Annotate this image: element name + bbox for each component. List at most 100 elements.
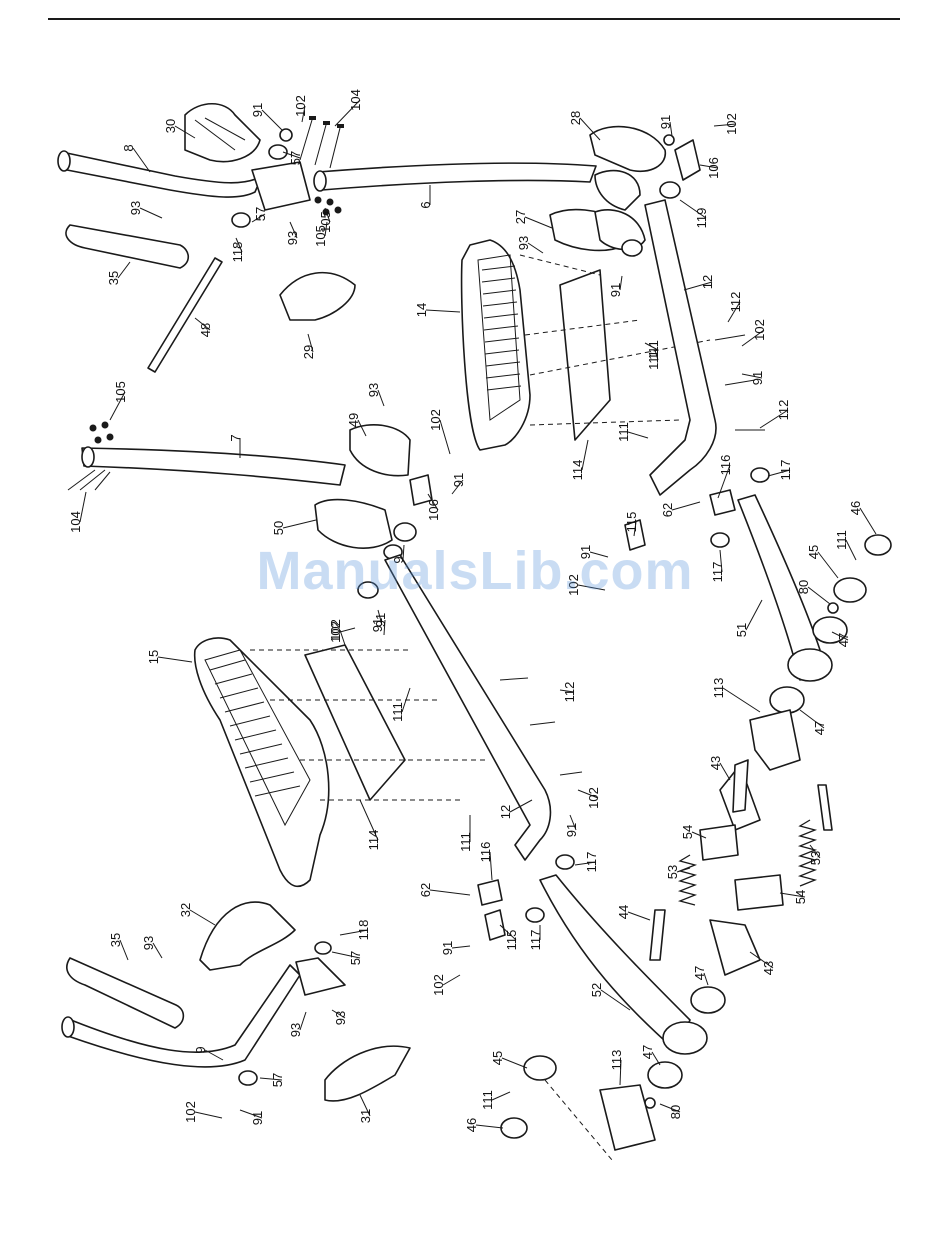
callout-label: 102 [752, 319, 767, 341]
callout-label: 106 [706, 157, 721, 179]
callout-label: 119 [694, 208, 709, 229]
callout-label: 91 [451, 473, 466, 487]
callout-label: 32 [178, 903, 193, 917]
callout-leader [334, 99, 361, 127]
callout-label: 12 [498, 805, 513, 819]
bracket-lower-left [295, 957, 346, 996]
callout-leader [527, 242, 544, 254]
nut-group-105-upper [314, 196, 342, 216]
callout-leader [651, 1051, 661, 1066]
wheel-47-left [647, 986, 726, 1089]
callout-leader [727, 301, 741, 323]
washer-91-upper [279, 128, 675, 146]
callout-label: 117 [528, 930, 543, 951]
callout-label: 102 [183, 1101, 198, 1123]
axle-44-right [817, 784, 833, 831]
callout-label: 35 [108, 933, 123, 947]
callout-label: 117 [778, 460, 793, 481]
callout-leader [189, 909, 216, 926]
cover-31 [324, 1045, 411, 1102]
callout-leader [239, 1109, 263, 1119]
callout-leader [451, 945, 471, 949]
callout-leader [475, 1124, 504, 1129]
callout-label: 53 [665, 865, 680, 879]
callout-leader [489, 851, 493, 881]
callout-leader [717, 464, 731, 499]
callout-label: 93 [366, 383, 381, 397]
callout-label: 7 [228, 434, 243, 441]
callout-leader [359, 799, 379, 841]
cover-30 [184, 103, 261, 163]
bracket-43-left [709, 919, 761, 976]
callout-leader [427, 493, 439, 511]
callout-label: 118 [356, 920, 371, 941]
callout-label: 6 [418, 201, 433, 208]
callout-leader [699, 164, 719, 169]
bracket-upper [251, 161, 641, 211]
grip-35-lower [66, 957, 185, 1029]
callout-label: 14 [414, 303, 429, 317]
callout-leader [577, 789, 599, 799]
bolts-112-left [499, 677, 583, 776]
callout-label: 105 [318, 211, 333, 233]
bracket-29 [279, 271, 356, 321]
callout-label: 48 [198, 323, 213, 337]
wheel-47-right [769, 616, 848, 714]
callout-label: 93 [516, 236, 531, 250]
callout-leader [669, 121, 673, 137]
callout-leader [501, 1057, 528, 1069]
callout-label: 8 [121, 144, 136, 151]
hub-45-left [523, 1055, 557, 1081]
callout-leader [339, 627, 356, 633]
bolt-group-104-upper [299, 116, 344, 169]
callout-label: 93 [141, 936, 156, 950]
callout-label: 114 [570, 460, 585, 481]
shaft-48 [147, 257, 223, 373]
callout-label: 52 [589, 983, 604, 997]
callout-leader [633, 521, 637, 537]
callout-label: 102 [428, 409, 443, 431]
callout-leader [627, 431, 649, 439]
pivot-bracket-116-right [709, 489, 736, 516]
callout-leader [324, 207, 331, 223]
callout-leader [402, 544, 405, 561]
callout-leader [659, 1103, 681, 1113]
callout-leader [235, 237, 243, 253]
callout-label: 116 [718, 455, 733, 476]
callout-label: 43 [761, 961, 776, 975]
callout-label: 118 [230, 242, 245, 263]
callout-label: 104 [348, 89, 363, 111]
callout-label: 91 [373, 613, 388, 627]
callout-label: 105 [313, 225, 328, 247]
callout-label: 47 [836, 633, 851, 647]
callout-leader [301, 105, 306, 123]
callout-leader [339, 629, 347, 649]
callout-label: 102 [586, 787, 601, 809]
callout-leader [845, 539, 857, 561]
callout-label: 45 [490, 1051, 505, 1065]
callout-leader [357, 419, 367, 437]
callout-leader [377, 389, 385, 407]
callout-leader [741, 329, 765, 347]
callout-label: 80 [796, 580, 811, 594]
callout-label: 28 [568, 111, 583, 125]
callout-leader [676, 867, 691, 873]
cover-49 [349, 424, 411, 477]
callout-label: 49 [346, 413, 361, 427]
callout-label: 111 [834, 530, 849, 550]
callout-leader [132, 147, 151, 173]
callout-leader [157, 656, 193, 663]
callout-leader [117, 261, 131, 279]
callout-leader [491, 1091, 511, 1101]
callout-leader [307, 333, 314, 353]
callout-label: 91 [750, 371, 765, 385]
watermark: ManualsLib.com [256, 541, 694, 601]
callout-leader [749, 951, 774, 969]
callout-leader [574, 861, 597, 866]
callout-leader [425, 309, 461, 313]
callout-leader [671, 501, 701, 511]
callout-label: 115 [624, 512, 639, 533]
callout-label: 57 [253, 207, 268, 221]
callout-leader [809, 844, 821, 859]
callout-label: 31 [358, 1109, 373, 1123]
